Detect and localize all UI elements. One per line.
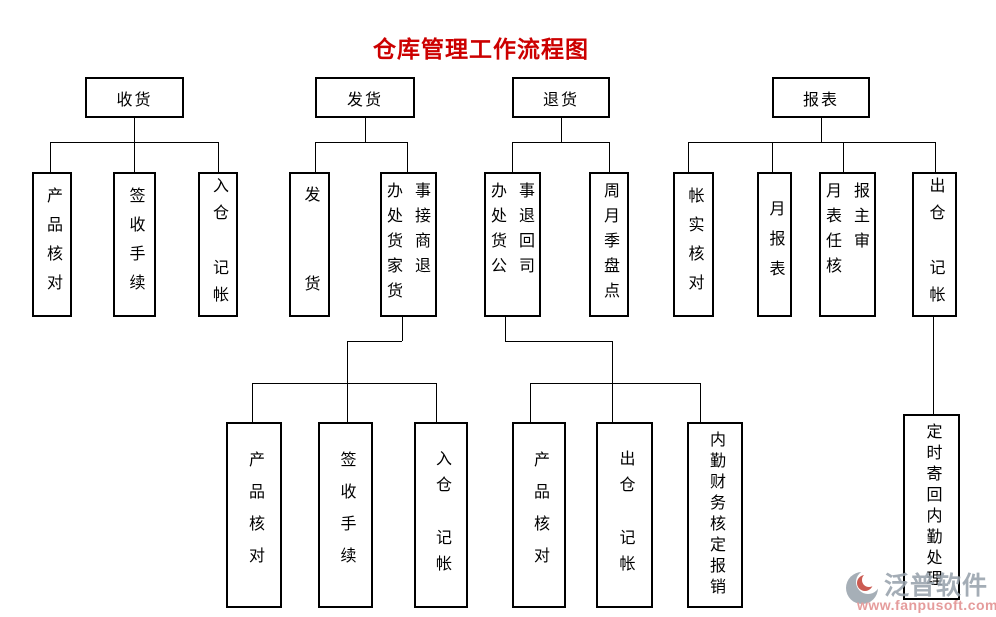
node-returns-label: 退货 [542, 91, 579, 109]
watermark: 泛普软件 www.fanpusoft.com [843, 566, 996, 616]
node-label-line: 货 [387, 283, 416, 300]
connector-returns-sub-stem [505, 317, 506, 341]
diagram-title: 仓库管理工作流程图 [373, 36, 589, 62]
connector-returns-drop-1 [512, 142, 513, 172]
node-label: 帐实核对 [685, 186, 703, 303]
node-label-line: 表主 [826, 208, 883, 225]
node-receiving: 收货 [85, 77, 184, 118]
connector-returns-stem [561, 118, 562, 142]
connector-reports-rail [688, 142, 935, 143]
node-label: 出仓 记帐 [926, 176, 944, 313]
connector-returns-sub-trunk [612, 341, 613, 422]
connector-shipping-sub-jog [347, 341, 402, 342]
node-shipping: 发货 [315, 77, 415, 118]
node-shipping-dispatch: 发 货 [289, 172, 330, 317]
node-label: 产品核对 [531, 451, 548, 579]
node-shipping-product-check: 产品核对 [226, 422, 282, 608]
node-label-line: 货回 [491, 233, 548, 250]
connector-returns-rail [512, 142, 609, 143]
connector-shipping-sub-drop-3 [436, 383, 437, 422]
connector-shipping-drop-2 [407, 142, 408, 172]
node-label-line: 家退 [387, 258, 444, 275]
connector-receiving-drop-3 [218, 142, 219, 172]
connector-returns-sub-jog [505, 341, 612, 342]
node-label-line: 核 [826, 258, 855, 275]
node-receiving-sign-procedure: 签收手续 [113, 172, 156, 317]
node-reports-mail-back-office-handling: 定时寄回内勤处理 [903, 414, 960, 600]
node-label-line: 货商 [387, 233, 444, 250]
node-returns-office-return-to-company: 办事 处退 货回 公司 [484, 172, 541, 317]
node-shipping-office-accept-merchant-returns: 办事 处接 货商 家退 货 [380, 172, 437, 317]
node-label-line: 处退 [491, 208, 548, 225]
connector-reports-mailback-stem [933, 317, 934, 414]
connector-returns-sub-rail [530, 383, 700, 384]
node-label: 入仓 记帐 [433, 449, 450, 581]
node-reports-monthly-report: 月报表 [757, 172, 792, 317]
connector-shipping-sub-drop-1 [252, 383, 253, 422]
node-reports-label: 报表 [802, 91, 839, 109]
connector-returns-sub-drop-3 [700, 383, 701, 422]
node-label: 定时寄回内勤处理 [923, 423, 941, 591]
watermark-brand: 泛普软件 [884, 572, 989, 600]
node-label: 产品核对 [44, 186, 61, 303]
node-returns: 退货 [512, 77, 610, 118]
node-returns-warehouse-out-bookkeeping: 出仓 记帐 [596, 422, 653, 608]
connector-returns-sub-drop-1 [530, 383, 531, 422]
connector-reports-stem [821, 118, 822, 142]
connector-reports-drop-1 [688, 142, 689, 172]
node-label: 签收手续 [337, 451, 355, 579]
node-receiving-label: 收货 [116, 91, 153, 109]
node-reports-account-verify: 帐实核对 [673, 172, 714, 317]
node-label: 入仓 记帐 [210, 176, 227, 313]
node-shipping-label: 发货 [346, 91, 383, 109]
node-shipping-warehouse-in-bookkeeping: 入仓 记帐 [414, 422, 468, 608]
node-label: 月报表 [766, 199, 784, 290]
connector-shipping-rail [315, 142, 407, 143]
node-label-line: 办事 [491, 183, 548, 200]
node-returns-product-check: 产品核对 [512, 422, 566, 608]
node-reports: 报表 [772, 77, 870, 118]
node-returns-periodic-inventory-check: 周月季盘点 [589, 172, 629, 317]
node-receiving-product-check: 产品核对 [32, 172, 72, 317]
watermark-url: www.fanpusoft.com [857, 597, 996, 613]
node-label-line: 公司 [491, 258, 548, 275]
node-label: 发 货 [301, 185, 319, 304]
node-reports-director-review: 月报 表主 任审 核 [819, 172, 876, 317]
node-label-line: 处接 [387, 208, 444, 225]
fanpu-logo-icon [846, 570, 880, 604]
connector-shipping-sub-stem [402, 317, 403, 341]
node-label-line: 任审 [826, 233, 883, 250]
node-label: 周月季盘点 [601, 182, 618, 307]
connector-shipping-sub-rail [252, 383, 436, 384]
node-returns-finance-audit-reimburse: 内勤财务核定报销 [687, 422, 743, 608]
connector-shipping-stem [365, 118, 366, 142]
connector-returns-drop-2 [609, 142, 610, 172]
connector-receiving-stem [134, 118, 135, 172]
node-label: 产品核对 [246, 451, 263, 579]
connector-receiving-rail [50, 142, 218, 143]
connector-reports-drop-4 [935, 142, 936, 172]
connector-reports-drop-2 [772, 142, 773, 172]
node-reports-warehouse-out-bookkeeping: 出仓 记帐 [912, 172, 957, 317]
node-label-line: 月报 [826, 183, 883, 200]
node-label: 内勤财务核定报销 [707, 431, 724, 599]
connector-reports-drop-3 [843, 142, 844, 172]
connector-shipping-drop-1 [315, 142, 316, 172]
connector-receiving-drop-1 [50, 142, 51, 172]
node-label-line: 办事 [387, 183, 444, 200]
node-label: 签收手续 [126, 186, 144, 303]
node-receiving-warehouse-in-bookkeeping: 入仓 记帐 [198, 172, 238, 317]
node-label: 出仓 记帐 [616, 449, 634, 581]
connector-shipping-sub-trunk [347, 341, 348, 422]
node-shipping-sign-procedure: 签收手续 [318, 422, 373, 608]
